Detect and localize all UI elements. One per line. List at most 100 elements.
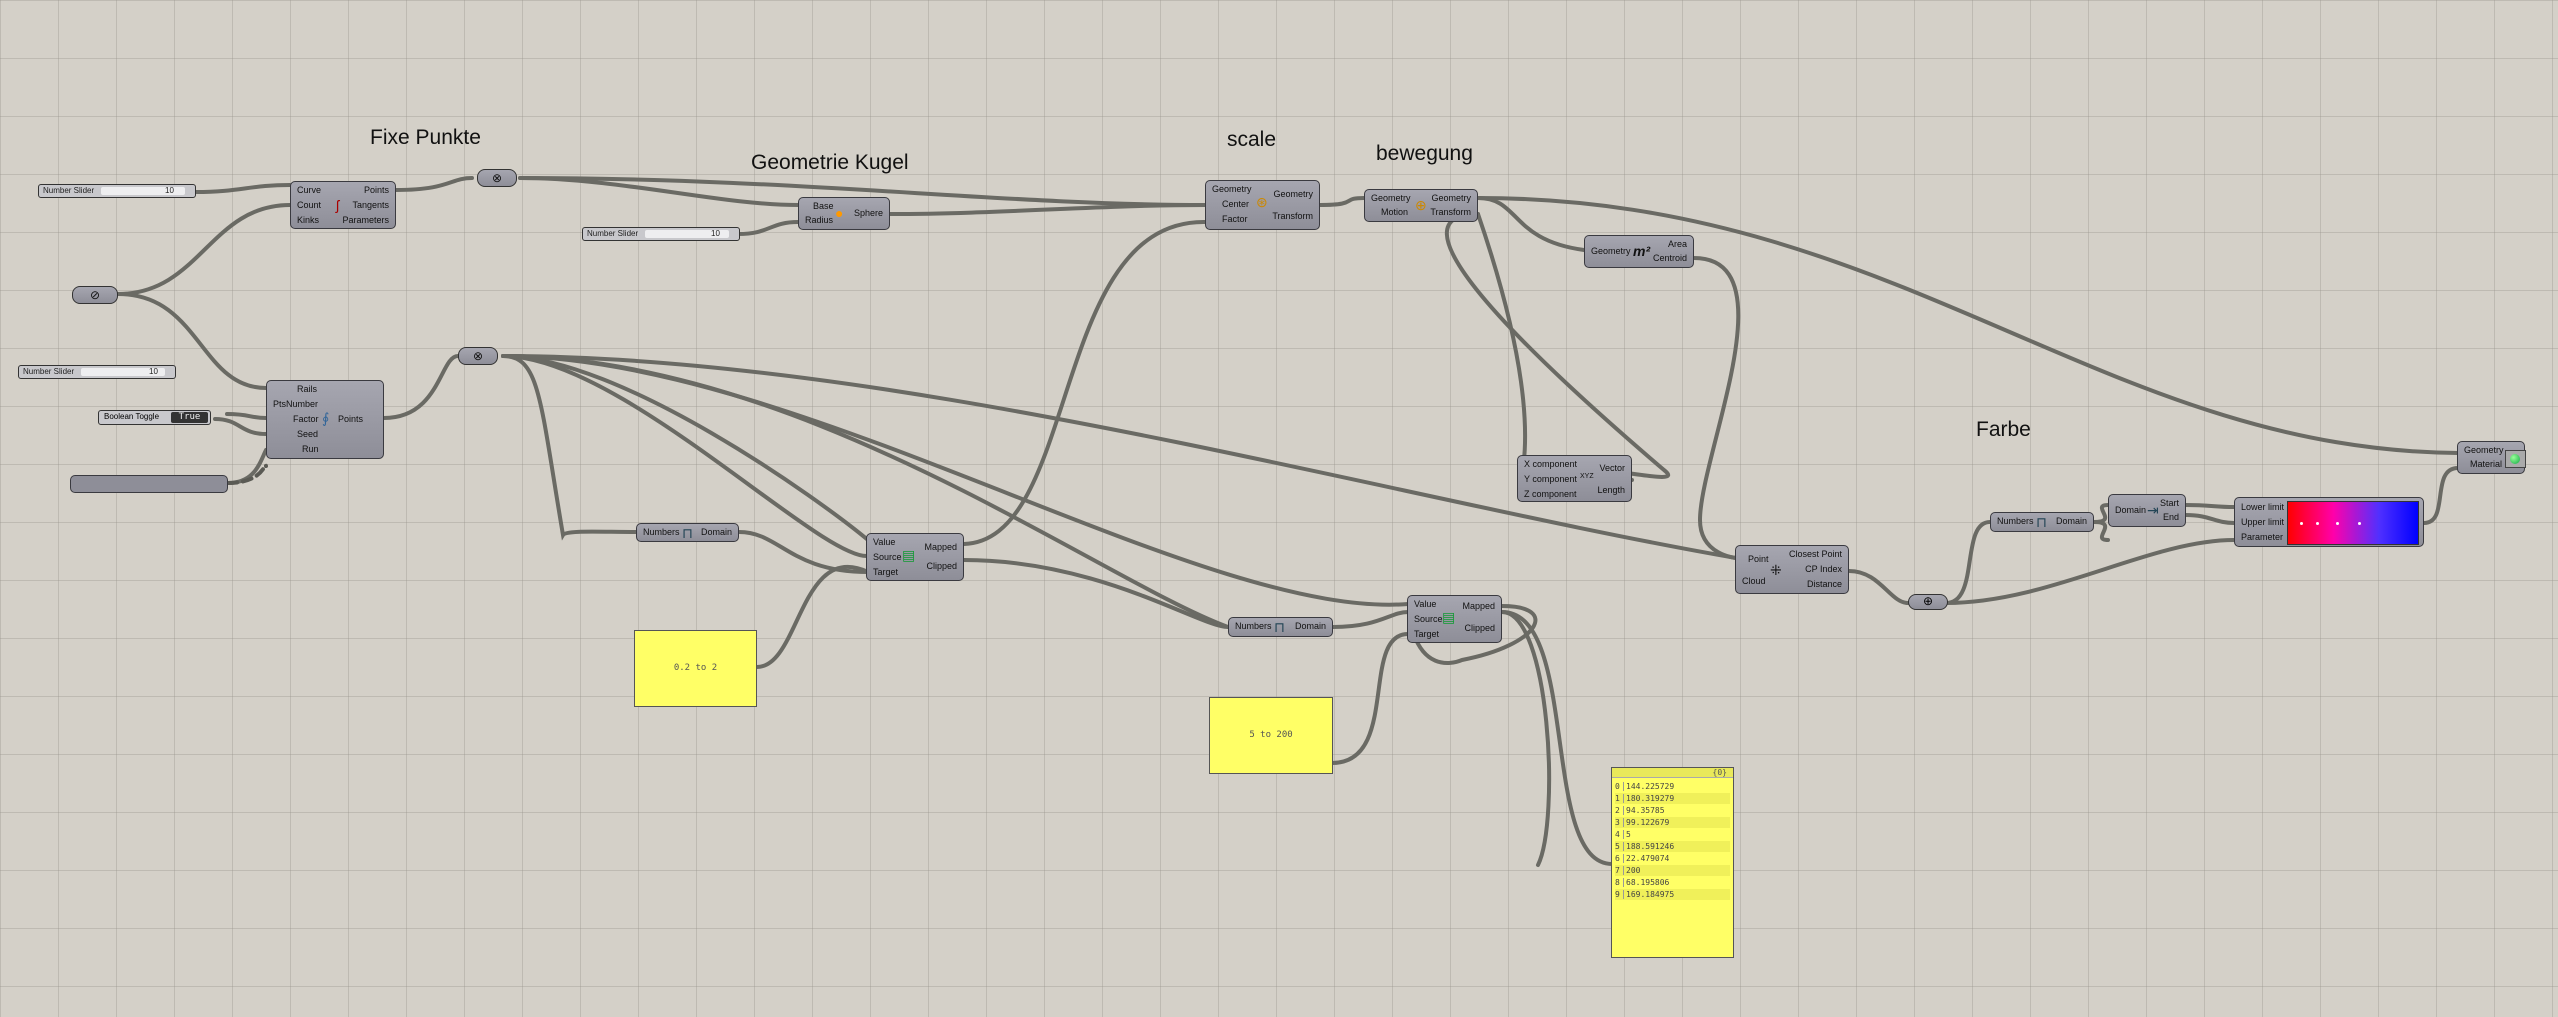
input-center[interactable]: Center — [1222, 199, 1250, 209]
output-end[interactable]: End — [2162, 512, 2179, 522]
input-point[interactable]: Point — [1748, 554, 1769, 564]
input-kinks[interactable]: Kinks — [297, 215, 320, 225]
output-domain[interactable]: Domain — [700, 527, 732, 537]
sphere-component[interactable]: Base Radius ● Sphere — [798, 197, 890, 230]
output-parameters[interactable]: Parameters — [342, 215, 389, 225]
panel-target-range-b[interactable]: 5 to 200 — [1209, 697, 1333, 774]
input-material[interactable]: Material — [2470, 459, 2503, 469]
input-count[interactable]: Count — [297, 200, 322, 210]
input-geometry[interactable]: Geometry — [1371, 193, 1411, 203]
remap-component-b[interactable]: Value Source Target ▤ Mapped Clipped — [1407, 595, 1502, 643]
output-vector[interactable]: Vector — [1599, 463, 1625, 473]
input-upper-limit[interactable]: Upper limit — [2241, 517, 2285, 527]
closest-point-component[interactable]: Point Cloud ⁜ Closest Point CP Index Dis… — [1735, 545, 1849, 594]
output-geometry[interactable]: Geometry — [1273, 189, 1313, 199]
input-lower-limit[interactable]: Lower limit — [2241, 502, 2285, 512]
list-index: 9 — [1615, 890, 1620, 899]
cull-node-a[interactable]: ⊗ — [477, 169, 517, 187]
number-slider-points[interactable]: Number Slider 10 — [18, 365, 176, 379]
output-mapped[interactable]: Mapped — [1462, 601, 1495, 611]
input-seed[interactable]: Seed — [297, 429, 319, 439]
area-component[interactable]: Geometry m² Area Centroid — [1584, 235, 1694, 268]
bounds-component-a[interactable]: Numbers ⊓ Domain — [636, 523, 739, 542]
input-rails[interactable]: Rails — [297, 384, 318, 394]
input-value[interactable]: Value — [873, 537, 896, 547]
cull-node-b[interactable]: ⊗ — [458, 347, 498, 365]
output-length[interactable]: Length — [1597, 485, 1625, 495]
input-numbers[interactable]: Numbers — [643, 527, 680, 537]
input-z-component[interactable]: Z component — [1524, 489, 1577, 499]
output-sphere[interactable]: Sphere — [853, 208, 883, 218]
slider-track[interactable] — [645, 230, 729, 238]
output-centroid[interactable]: Centroid — [1652, 253, 1687, 263]
output-domain[interactable]: Domain — [1294, 621, 1326, 631]
input-source[interactable]: Source — [873, 552, 902, 562]
sort-node[interactable]: ⊕ — [1908, 594, 1948, 610]
output-closest-point[interactable]: Closest Point — [1788, 549, 1842, 559]
output-points[interactable]: Points — [337, 414, 363, 424]
deconstruct-domain-component[interactable]: Domain ⇥ Start End — [2108, 494, 2186, 527]
input-motion[interactable]: Motion — [1381, 207, 1409, 217]
gradient-grip[interactable] — [2358, 522, 2361, 526]
input-factor[interactable]: Factor — [293, 414, 319, 424]
output-mapped[interactable]: Mapped — [924, 542, 957, 552]
number-slider-count[interactable]: Number Slider 10 — [38, 184, 196, 198]
slider-track[interactable] — [81, 368, 165, 376]
input-factor[interactable]: Factor — [1222, 214, 1248, 224]
populate-component[interactable]: Rails PtsNumber Factor Seed Run ∮ Points — [266, 380, 384, 459]
bounds-component-b[interactable]: Numbers ⊓ Domain — [1228, 617, 1333, 637]
input-target[interactable]: Target — [873, 567, 899, 577]
input-domain[interactable]: Domain — [2115, 505, 2147, 515]
output-distance[interactable]: Distance — [1806, 579, 1842, 589]
output-cp-index[interactable]: CP Index — [1805, 564, 1842, 574]
output-clipped[interactable]: Clipped — [1464, 623, 1495, 633]
list-value: 200 — [1623, 866, 1641, 875]
gradient-preview[interactable] — [2287, 501, 2419, 545]
input-target[interactable]: Target — [1414, 629, 1440, 639]
boolean-toggle[interactable]: Boolean Toggle True — [98, 410, 211, 425]
input-geometry[interactable]: Geometry — [1591, 246, 1631, 256]
trigger-button[interactable] — [70, 475, 228, 493]
gradient-grip[interactable] — [2336, 522, 2339, 526]
output-transform[interactable]: Transform — [1430, 207, 1471, 217]
input-numbers[interactable]: Numbers — [1235, 621, 1272, 631]
input-source[interactable]: Source — [1414, 614, 1443, 624]
output-tangents[interactable]: Tangents — [352, 200, 389, 210]
input-value[interactable]: Value — [1414, 599, 1437, 609]
output-area[interactable]: Area — [1667, 239, 1687, 249]
input-run[interactable]: Run — [302, 444, 319, 454]
custom-preview-component[interactable]: Geometry Material — [2457, 441, 2526, 474]
input-base[interactable]: Base — [813, 201, 834, 211]
output-points[interactable]: Points — [363, 185, 389, 195]
input-geometry[interactable]: Geometry — [2464, 445, 2504, 455]
bounds-component-c[interactable]: Numbers ⊓ Domain — [1990, 512, 2094, 532]
output-transform[interactable]: Transform — [1272, 211, 1313, 221]
gradient-grip[interactable] — [2316, 522, 2319, 526]
input-y-component[interactable]: Y component — [1524, 474, 1577, 484]
move-component[interactable]: Geometry Motion ⊕ Geometry Transform — [1364, 189, 1478, 222]
input-geometry[interactable]: Geometry — [1212, 184, 1252, 194]
output-clipped[interactable]: Clipped — [926, 561, 957, 571]
toggle-value[interactable]: True — [171, 412, 208, 423]
gradient-component[interactable]: Lower limit Upper limit Parameter — [2234, 497, 2424, 547]
output-domain[interactable]: Domain — [2055, 516, 2087, 526]
scale-component[interactable]: Geometry Center Factor ⊛ Geometry Transf… — [1205, 180, 1320, 230]
output-start[interactable]: Start — [2159, 498, 2179, 508]
slider-track[interactable] — [101, 187, 185, 195]
input-cloud[interactable]: Cloud — [1742, 576, 1766, 586]
input-numbers[interactable]: Numbers — [1997, 516, 2034, 526]
remap-component-a[interactable]: Value Source Target ▤ Mapped Clipped — [866, 533, 964, 581]
curve-param-node[interactable]: ⊘ — [72, 286, 118, 304]
panel-target-range-a[interactable]: 0.2 to 2 — [634, 630, 757, 707]
number-slider-radius[interactable]: Number Slider 10 — [582, 227, 740, 241]
gradient-grip[interactable] — [2300, 522, 2303, 526]
input-curve[interactable]: Curve — [297, 185, 322, 195]
input-parameter[interactable]: Parameter — [2241, 532, 2284, 542]
input-radius[interactable]: Radius — [805, 215, 834, 225]
input-x-component[interactable]: X component — [1524, 459, 1578, 469]
divide-curve-component[interactable]: Curve Count Kinks ʃ Points Tangents Para… — [290, 181, 396, 229]
output-geometry[interactable]: Geometry — [1431, 193, 1471, 203]
input-ptsnumber[interactable]: PtsNumber — [273, 399, 319, 409]
vector-xyz-component[interactable]: X component Y component Z component XYZ … — [1517, 455, 1632, 502]
